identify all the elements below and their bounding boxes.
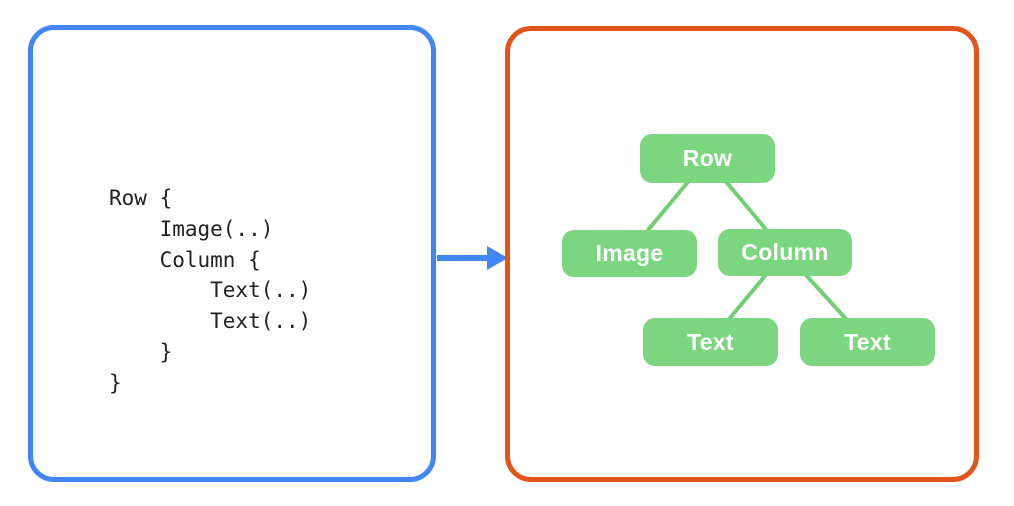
code-line: Text(..) — [109, 309, 312, 334]
tree-node-label: Row — [682, 145, 733, 171]
code-line: Image(..) — [109, 216, 274, 241]
code-line: } — [109, 370, 122, 395]
code-line: Row { — [109, 186, 173, 210]
tree-node-column: Column — [718, 229, 852, 276]
tree-node-label: Column — [741, 239, 829, 265]
tree-node-label: Image — [595, 240, 664, 266]
tree-node-label: Text — [687, 328, 734, 355]
code-block: Row { Image(..) Column { Text(..) Text(.… — [109, 183, 311, 399]
code-panel: Row { Image(..) Column { Text(..) Text(.… — [28, 25, 436, 482]
tree-node-label: Text — [844, 328, 891, 355]
code-line: } — [109, 339, 173, 364]
tree-node-text-1: Text — [643, 318, 778, 366]
code-line: Text(..) — [109, 278, 312, 303]
tree-node-image: Image — [562, 230, 697, 277]
tree-node-row: Row — [640, 134, 775, 183]
code-line: Column { — [109, 247, 261, 272]
tree-node-text-2: Text — [800, 318, 935, 366]
